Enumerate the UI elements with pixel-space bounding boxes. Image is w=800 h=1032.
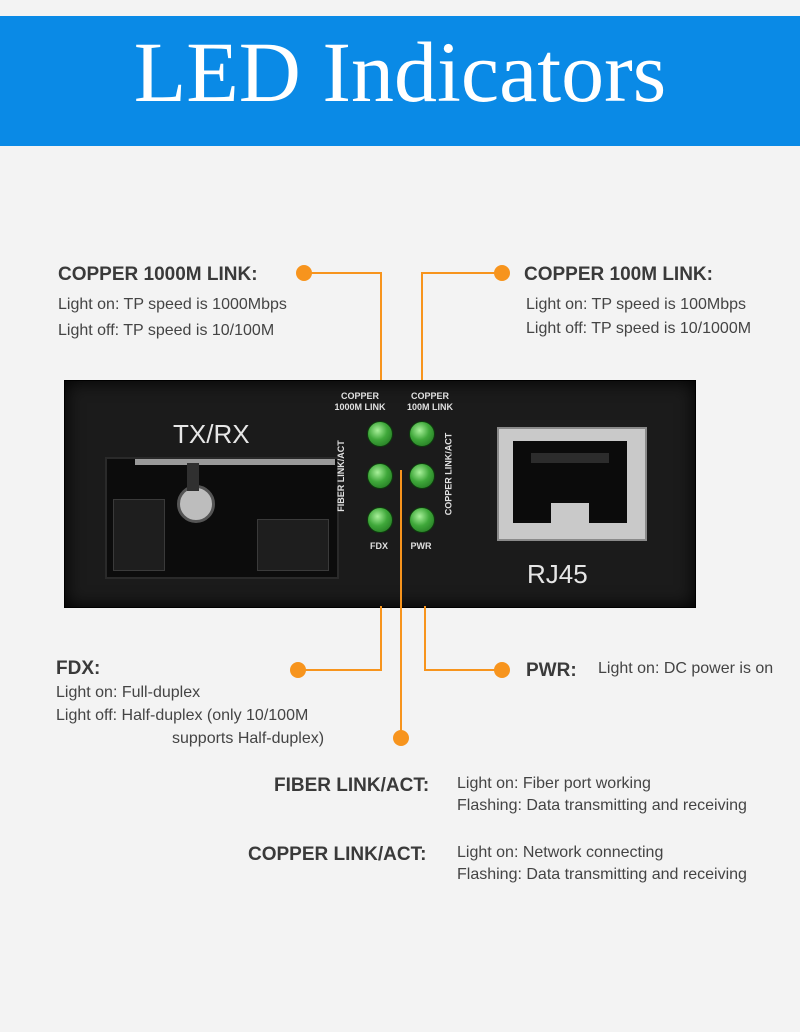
led-pwr [409,507,435,533]
fdx-line3: supports Half-duplex) [172,730,325,747]
copper-link-vertical-label: COPPER LINK/ACT [443,432,454,516]
fiber-link-heading: FIBER LINK/ACT: [274,775,430,796]
copper100-leader-h [421,272,501,274]
led-copper-link [409,463,435,489]
led-copper1000-label: COPPER 1000M LINK [334,391,386,412]
pwr-line1: Light on: DC power is on [598,660,774,677]
fdx-leader-h [304,669,382,671]
rj45-port [497,427,647,541]
pwr-heading: PWR: [526,660,577,681]
txrx-label: TX/RX [173,419,250,449]
fdx-line2: Light off: Half-duplex (only 10/100M [56,707,309,724]
fiber-link-line1: Light on: Fiber port working [457,775,651,792]
fiber-port-rail [135,459,335,465]
copper100-leader-dot [494,265,510,281]
fiber-slot-left [113,499,165,571]
fiber-latch [187,463,199,491]
led-fdx [367,507,393,533]
copper-link-heading: COPPER LINK/ACT: [248,844,427,865]
copper-link-line2: Flashing: Data transmitting and receivin… [457,866,747,883]
link-leader-v [400,470,402,732]
pwr-leader-h [424,669,500,671]
copper100-line2: Light off: TP speed is 10/1000M [526,320,752,337]
fiber-slot-right [257,519,329,571]
fdx-heading: FDX: [56,658,101,679]
title-banner [0,16,800,146]
fiber-port [105,457,339,579]
page-title: LED Indicators [133,24,667,120]
copper100-line1: Light on: TP speed is 100Mbps [526,296,746,313]
fdx-line1: Light on: Full-duplex [56,684,201,701]
led-copper100-label: COPPER 100M LINK [406,391,453,412]
fdx-label: FDX [370,541,388,551]
pwr-leader-v [424,606,426,670]
fdx-leader-v [380,606,382,670]
rj45-socket [513,441,627,523]
pwr-label: PWR [410,541,432,551]
copper1000-heading: COPPER 1000M LINK: [58,264,258,285]
fiber-link-vertical-label: FIBER LINK/ACT [335,440,346,512]
rj45-pins [531,453,609,463]
media-converter-device: TX/RX COPPER 1000M LINK COPPER 100M LINK… [64,380,696,608]
fiber-link-line2: Flashing: Data transmitting and receivin… [457,797,747,814]
copper100-leader-v [421,272,423,420]
copper100-heading: COPPER 100M LINK: [524,264,713,285]
copper1000-leader-h [304,272,382,274]
fdx-leader-dot [290,662,306,678]
copper1000-line2: Light off: TP speed is 10/100M [58,322,275,339]
copper1000-line1: Light on: TP speed is 1000Mbps [58,296,287,313]
link-leader-dot [393,730,409,746]
rj45-label: RJ45 [527,559,588,589]
rj45-tab [551,503,589,523]
led-fiber-link [367,463,393,489]
led-copper100 [409,421,435,447]
copper1000-leader-v [380,272,382,420]
copper-link-line1: Light on: Network connecting [457,844,664,861]
pwr-leader-dot [494,662,510,678]
led-copper1000 [367,421,393,447]
